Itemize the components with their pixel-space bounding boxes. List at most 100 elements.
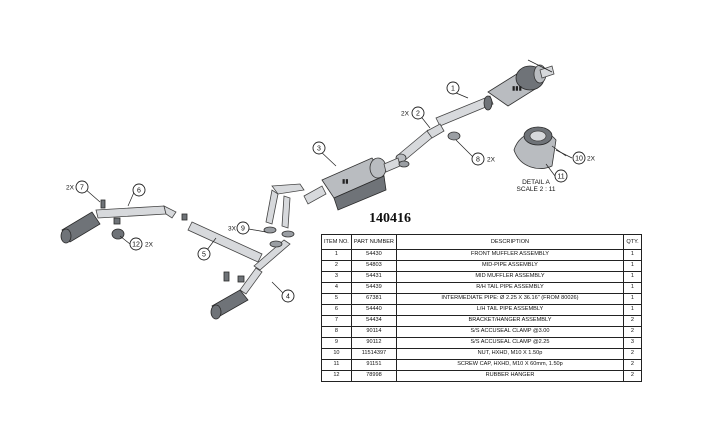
callout-3: 3 xyxy=(312,141,326,155)
svg-text:4: 4 xyxy=(286,294,290,301)
bom-cell-part: 91151 xyxy=(350,359,397,371)
detail-a-title: DETAIL A xyxy=(522,179,550,186)
callout-5: 5 xyxy=(197,247,211,261)
bom-cell-part: 90114 xyxy=(350,326,397,338)
bom-cell-description: L/H TAIL PIPE ASSEMBLY xyxy=(395,304,624,316)
intermediate-pipe xyxy=(187,221,263,263)
svg-text:10: 10 xyxy=(575,156,583,163)
callout-2-qty: 2X xyxy=(401,111,410,118)
svg-text:11: 11 xyxy=(557,174,564,181)
svg-text:1: 1 xyxy=(451,86,455,93)
bom-cell-description: S/S ACCUSEAL CLAMP @3.00 xyxy=(395,326,624,338)
callout-2: 2 xyxy=(411,106,425,120)
svg-text:5: 5 xyxy=(202,252,206,259)
svg-text:8: 8 xyxy=(476,157,480,164)
bom-cell-item: 9 xyxy=(321,337,352,349)
svg-text:7: 7 xyxy=(80,185,84,192)
bom-cell-part: 90112 xyxy=(350,337,397,349)
bom-cell-item: 7 xyxy=(321,315,352,327)
svg-text:3: 3 xyxy=(317,146,321,153)
detail-a-label: DETAIL A SCALE 2 : 11 xyxy=(512,179,560,193)
bom-cell-description: S/S ACCUSEAL CLAMP @2.25 xyxy=(395,337,624,349)
callout-12: 12 xyxy=(129,237,143,251)
bom-cell-item: 12 xyxy=(321,370,352,382)
bom-cell-item: 5 xyxy=(321,293,352,305)
svg-text:12: 12 xyxy=(132,242,140,249)
bom-cell-qty: 2 xyxy=(622,370,642,382)
svg-text:2: 2 xyxy=(416,111,420,118)
bom-cell-qty: 2 xyxy=(622,348,642,360)
bom-cell-part: 54430 xyxy=(350,249,397,261)
bom-cell-part: 54803 xyxy=(350,260,397,272)
bom-cell-part: 11514397 xyxy=(350,348,397,360)
bom-cell-qty: 1 xyxy=(622,249,642,261)
bom-cell-part: 67381 xyxy=(350,293,397,305)
kit-part-number: 140416 xyxy=(369,211,411,226)
callout-9: 9 xyxy=(236,221,250,235)
bom-cell-item: 6 xyxy=(321,304,352,316)
bom-cell-part: 54440 xyxy=(350,304,397,316)
bom-cell-description: FRONT MUFFLER ASSEMBLY xyxy=(395,249,624,261)
detail-a-flange xyxy=(513,126,567,169)
bom-cell-item: 1 xyxy=(321,249,352,261)
bom-cell-item: 2 xyxy=(321,260,352,272)
bom-cell-item: 3 xyxy=(321,271,352,283)
callout-11: 11 xyxy=(554,169,568,183)
bom-cell-description: RUBBER HANGER xyxy=(395,370,624,382)
bom-cell-description: INTERMEDIATE PIPE: Ø 2.25 X 36.16" (FROM… xyxy=(395,293,624,305)
hardware-parts xyxy=(100,131,461,283)
callout-9-qty: 3X xyxy=(228,226,237,233)
rh-tail-pipe-assembly xyxy=(210,183,305,320)
bom-cell-item: 8 xyxy=(321,326,352,338)
svg-text:9: 9 xyxy=(241,226,245,233)
bom-cell-qty: 2 xyxy=(622,359,642,371)
callout-1: 1 xyxy=(446,81,460,95)
bom-cell-description: NUT, HXHD, M10 X 1.50p xyxy=(395,348,624,360)
callout-10: 10 xyxy=(572,151,586,165)
callout-10-qty: 2X xyxy=(587,156,596,163)
callout-8-qty: 2X xyxy=(487,157,496,164)
svg-text:6: 6 xyxy=(137,188,141,195)
bom-cell-qty: 2 xyxy=(622,326,642,338)
bom-header-description: DESCRIPTION xyxy=(395,234,624,250)
front-muffler-assembly: ▮▮▮ xyxy=(435,59,555,127)
bom-cell-part: 54434 xyxy=(350,315,397,327)
bom-cell-qty: 1 xyxy=(622,260,642,272)
muffler-logo: ▮▮▮ xyxy=(512,86,522,92)
bom-cell-description: MID-PIPE ASSEMBLY xyxy=(395,260,624,272)
callout-12-qty: 2X xyxy=(145,242,154,249)
detail-a-scale: SCALE 2 : 11 xyxy=(516,186,556,193)
mid-muffler-assembly: ▮▮ xyxy=(303,157,401,211)
bom-header-part: PART NUMBER xyxy=(350,234,397,250)
bom-cell-qty: 1 xyxy=(622,293,642,305)
mid-muffler-logo: ▮▮ xyxy=(342,179,349,185)
bom-cell-part: 78998 xyxy=(350,370,397,382)
bom-cell-item: 11 xyxy=(321,359,352,371)
callout-4: 4 xyxy=(281,289,295,303)
bom-cell-description: R/H TAIL PIPE ASSEMBLY xyxy=(395,282,624,294)
lh-tail-pipe-assembly xyxy=(60,205,177,244)
bom-cell-qty: 1 xyxy=(622,282,642,294)
bom-header-qty: QTY. xyxy=(622,234,642,250)
bom-cell-part: 54431 xyxy=(350,271,397,283)
callout-7: 7 xyxy=(75,180,89,194)
bom-cell-qty: 1 xyxy=(622,304,642,316)
bom-cell-qty: 1 xyxy=(622,271,642,283)
bom-header-row: ITEM NO. PART NUMBER DESCRIPTION QTY. xyxy=(321,234,642,250)
bom-cell-description: SCREW CAP, HXHD, M10 X 60mm, 1.50p xyxy=(395,359,624,371)
mid-pipe-assembly xyxy=(395,123,445,163)
